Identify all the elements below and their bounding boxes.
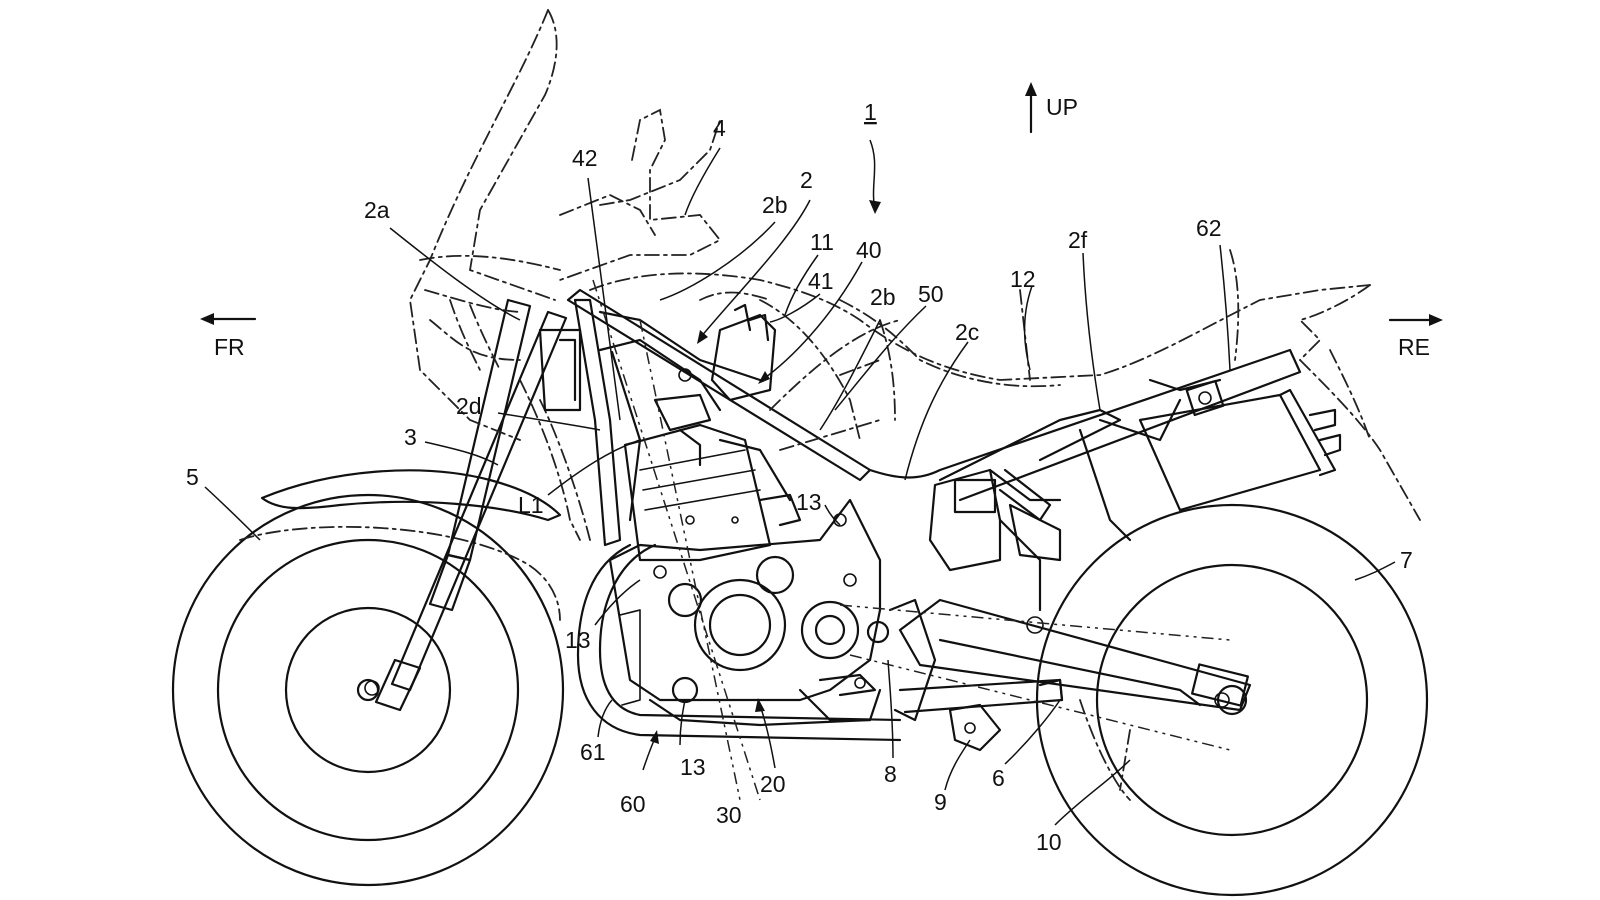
ref-2d: 2d [456,393,482,419]
footrest-pedal [818,673,1064,752]
labels: UP FR RE 1 2 2a 2b 2b 2c 2d 2f 3 4 5 6 7… [186,94,1430,855]
exhaust-pipe [576,543,902,742]
ref-2b-upper: 2b [762,192,788,218]
front-fork [364,298,568,712]
ref-l1: L1 [518,492,544,518]
ref-5: 5 [186,464,199,490]
engine-crankcase [608,498,890,727]
muffler [1138,388,1342,512]
rear-label: RE [1398,334,1430,360]
rear-wheel [1035,503,1429,897]
ref-6: 6 [992,765,1005,791]
ref-12: 12 [1010,266,1036,292]
fairing-outline [409,9,591,541]
rear-electrical [928,468,1062,634]
leader-lines [204,139,1396,826]
ref-9: 9 [934,789,947,815]
front-wheel [171,493,565,887]
ref-61: 61 [580,739,606,765]
ref-11: 11 [810,229,834,255]
ref-10: 10 [1036,829,1062,855]
direction-arrows [200,82,1443,326]
bodywork-outline [589,249,1421,521]
ref-7: 7 [1400,547,1413,573]
front-fender [260,469,562,522]
ref-40: 40 [856,237,882,263]
cylinder-axis-l1 [592,279,761,801]
intake-assembly [653,303,777,467]
swingarm [888,598,1252,722]
ref-3: 3 [404,424,417,450]
handlebar-outline [559,108,722,281]
ref-50: 50 [918,281,944,307]
ref-41: 41 [808,268,834,294]
ref-62: 62 [1196,215,1222,241]
ref-13-left: 13 [565,627,591,653]
ref-8: 8 [884,761,897,787]
ref-2: 2 [800,167,813,193]
ref-1: 1 [864,99,877,125]
ref-60: 60 [620,791,646,817]
ref-13-lower: 13 [680,754,706,780]
ref-2f: 2f [1068,227,1088,253]
up-label: UP [1046,94,1078,120]
ref-13-upper: 13 [796,489,822,515]
front-label: FR [214,334,245,360]
ref-4: 4 [713,115,726,141]
ref-30: 30 [716,802,742,828]
ref-2b-lower: 2b [870,284,896,310]
ref-2a: 2a [364,197,390,223]
ref-20: 20 [760,771,786,797]
front-fender-under [239,526,561,621]
ref-42: 42 [572,145,598,171]
engine-cylinder [623,423,802,562]
ref-2c: 2c [955,319,979,345]
